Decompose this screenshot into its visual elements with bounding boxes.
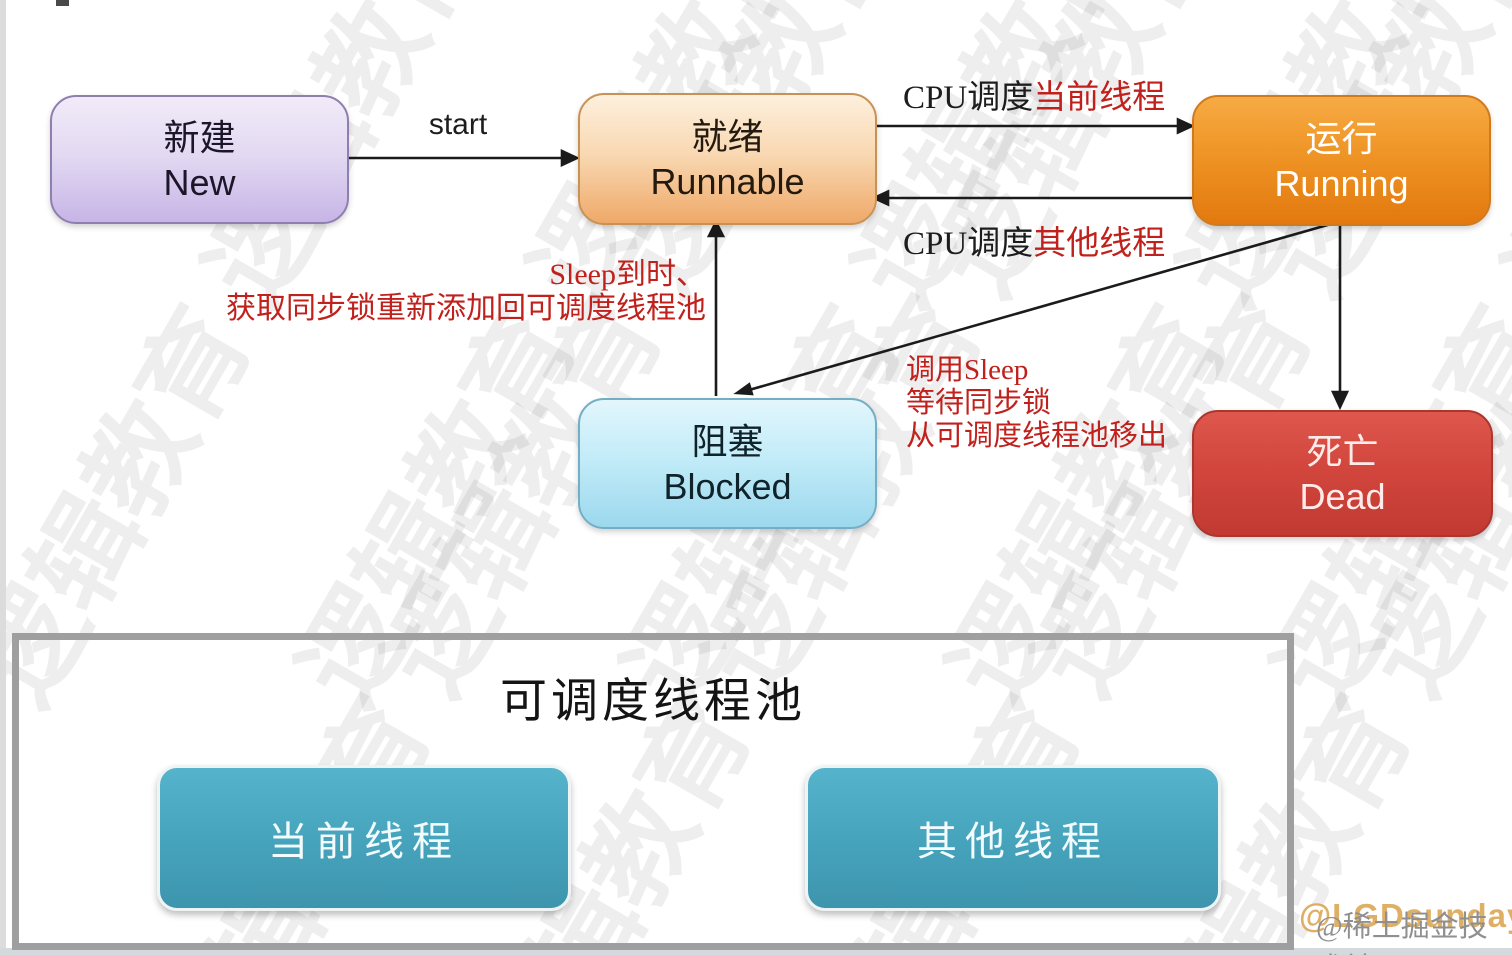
sleep-out-line2: 等待同步锁 [906,387,1052,419]
state-blocked: 阻塞 Blocked [578,398,877,529]
pool-title: 可调度线程池 [500,676,806,728]
state-new-label-zh: 新建 [163,116,236,158]
state-runnable-label-en: Runnable [650,161,805,202]
schedulable-thread-pool-panel: 可调度线程池 当前线程 其他线程 [12,633,1294,950]
cpu-schedule-other-label: CPU调度其他线程 [903,216,1165,264]
state-running-label-zh: 运行 [1305,117,1378,159]
sleep-out-line3: 从可调度线程池移出 [906,420,1168,452]
sleep-return-annotation: Sleep到时、 获取同步锁重新添加回可调度线程池 [190,258,706,326]
arrow-runnable-to-running [873,117,1196,135]
cropped-watermark-glyph [56,0,69,6]
pool-thread-current-label: 当前线程 [268,819,460,864]
sleep-out-line1: 调用Sleep [906,354,1029,386]
pool-thread-current: 当前线程 [157,765,571,911]
start-edge-label: start [428,108,488,141]
bottom-edge-strip [0,948,1512,955]
cpu-schedule-current-label: CPU调度当前线程 [903,70,1165,118]
state-running: 运行 Running [1192,95,1491,226]
cpu-schedule-current-red-part: 当前线程 [1033,80,1166,116]
arrow-running-to-dead [1330,222,1350,411]
sleep-out-annotation: 调用Sleep 等待同步锁 从可调度线程池移出 [906,354,1167,453]
arrow-running-to-blocked [733,220,1339,396]
arrow-start [345,148,581,168]
sleep-return-line1: Sleep到时、 [549,258,706,291]
left-edge-strip [0,0,6,955]
cpu-schedule-current-black-part: CPU调度 [903,80,1034,116]
state-blocked-label-en: Blocked [663,465,792,507]
state-dead-label-en: Dead [1299,475,1386,517]
state-runnable: 就绪 Runnable [578,93,877,225]
sleep-return-line2: 获取同步锁重新添加回可调度线程池 [226,292,706,325]
state-running-label-en: Running [1274,162,1409,204]
state-blocked-label-zh: 阻塞 [691,420,764,462]
arrow-blocked-to-runnable [706,219,726,396]
state-dead-label-zh: 死亡 [1306,430,1379,472]
juejin-community-watermark: @稀土掘金技术社区 [1316,911,1488,955]
arrow-running-to-runnable [870,189,1192,207]
cpu-schedule-other-red-part: 其他线程 [1033,226,1166,262]
author-watermark: @LGDsunday [1299,897,1512,934]
state-new: 新建 New [50,95,349,224]
pool-thread-other-label: 其他线程 [917,819,1109,864]
cpu-schedule-other-black-part: CPU调度 [903,226,1034,262]
state-runnable-label-zh: 就绪 [691,116,764,157]
state-new-label-en: New [163,161,236,203]
pool-thread-other: 其他线程 [805,765,1221,911]
state-dead: 死亡 Dead [1192,410,1493,537]
